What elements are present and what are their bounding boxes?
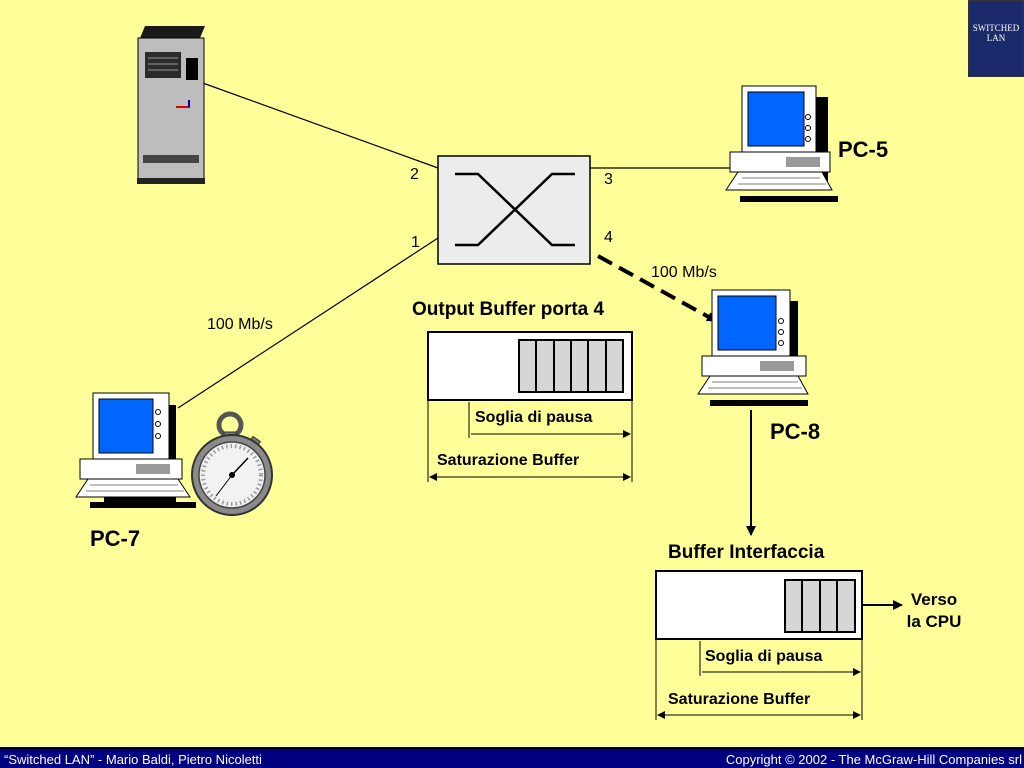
interface-buffer-saturation-label: Saturazione Buffer bbox=[668, 691, 811, 708]
pc8-link-speed: 100 Mb/s bbox=[651, 264, 717, 281]
pc7-link-speed: 100 Mb/s bbox=[207, 316, 273, 333]
output-buffer-dimensions bbox=[427, 400, 633, 482]
cpu-destination-label: Verso la CPU bbox=[898, 589, 970, 633]
link-pc7-switch bbox=[177, 237, 439, 409]
interface-buffer-title: Buffer Interfaccia bbox=[668, 542, 825, 563]
port-4-label: 4 bbox=[604, 229, 613, 246]
book-cover-title: SWITCHED LAN bbox=[969, 23, 1023, 43]
book-cover-image: SWITCHED LAN bbox=[968, 0, 1024, 77]
pc8-label: PC-8 bbox=[770, 419, 821, 444]
cpu-destination-line2: la CPU bbox=[906, 612, 962, 631]
pc5-computer-icon bbox=[725, 85, 838, 202]
interface-buffer-threshold-label: Soglia di pausa bbox=[705, 648, 823, 665]
output-buffer-box bbox=[427, 331, 633, 401]
port-3-label: 3 bbox=[604, 171, 613, 188]
footer-bar: “Switched LAN” - Mario Baldi, Pietro Nic… bbox=[0, 747, 1024, 768]
book-title-line2: LAN bbox=[986, 33, 1006, 43]
output-buffer-threshold-label: Soglia di pausa bbox=[475, 409, 593, 426]
pc8-computer-icon bbox=[697, 289, 809, 406]
footer-right-text: Copyright © 2002 - The McGraw-Hill Compa… bbox=[725, 752, 1022, 767]
interface-buffer-box bbox=[655, 570, 863, 640]
output-buffer-saturation-label: Saturazione Buffer bbox=[437, 452, 580, 469]
link-server-switch bbox=[199, 81, 439, 169]
cpu-destination-line1: Verso bbox=[910, 590, 958, 609]
pc7-label: PC-7 bbox=[90, 526, 141, 551]
switch-icon bbox=[437, 155, 591, 265]
footer-left-text: “Switched LAN” - Mario Baldi, Pietro Nic… bbox=[4, 752, 262, 767]
pc5-label: PC-5 bbox=[838, 137, 889, 162]
pc7-computer-icon bbox=[75, 392, 196, 508]
output-buffer-title: Output Buffer porta 4 bbox=[412, 299, 605, 320]
server-icon bbox=[137, 26, 205, 184]
port-1-label: 1 bbox=[411, 234, 420, 251]
book-title-line1: SWITCHED bbox=[972, 23, 1020, 33]
port-2-label: 2 bbox=[410, 166, 419, 183]
interface-buffer-dimensions bbox=[655, 639, 863, 720]
stopwatch-icon bbox=[191, 411, 273, 516]
